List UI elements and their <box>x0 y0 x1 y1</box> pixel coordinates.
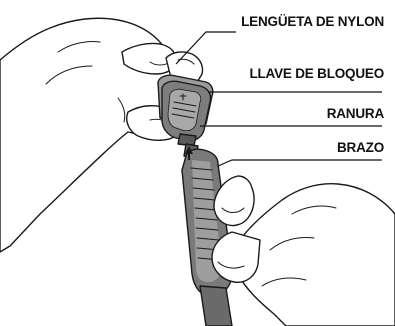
leader-arm <box>217 159 382 167</box>
lock-key-illustration <box>157 74 214 147</box>
callout-labels: LENGÜETA DE NYLON LLAVE DE BLOQUEO RANUR… <box>241 14 385 155</box>
leader-lines <box>175 31 382 167</box>
label-slot: RANURA <box>327 106 385 121</box>
label-lock-key: LLAVE DE BLOQUEO <box>249 66 384 81</box>
insertion-arrow <box>185 146 193 160</box>
label-nylon-tab: LENGÜETA DE NYLON <box>241 14 384 29</box>
label-arm: BRAZO <box>337 140 384 155</box>
left-hand-illustration <box>0 17 182 253</box>
right-hand-illustration <box>211 175 395 326</box>
leader-nylon-tab <box>175 31 236 65</box>
